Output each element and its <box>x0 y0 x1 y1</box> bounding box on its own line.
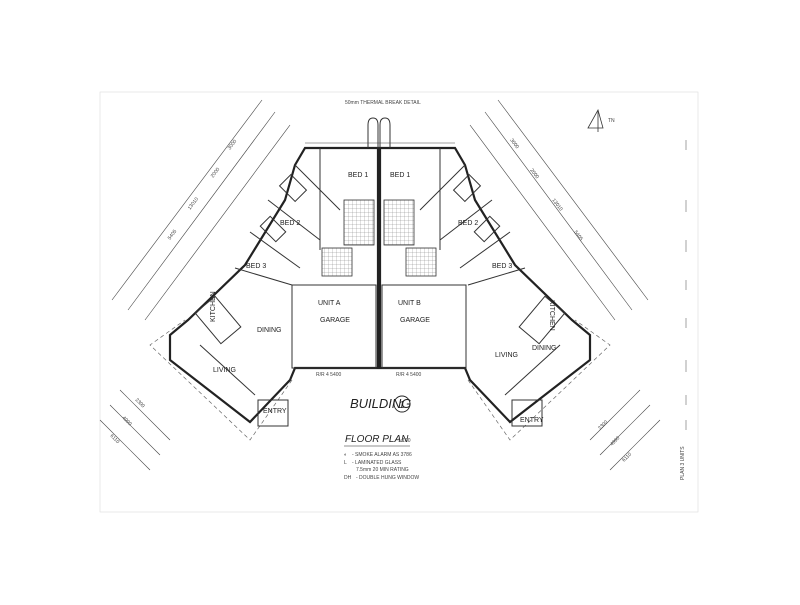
unit-a-bed3-label: BED 3 <box>246 263 266 270</box>
legend: ◐ - SMOKE ALARM AS 3786 L - LAMINATED GL… <box>344 452 419 481</box>
unit-a-bathroom <box>343 199 375 246</box>
north-arrow-icon: TN <box>587 108 615 132</box>
legend-symbol: L <box>344 460 347 466</box>
svg-text:5405: 5405 <box>572 230 584 243</box>
unit-a-entry-label: ENTRY <box>263 408 287 415</box>
legend-symbol: DH <box>344 475 352 481</box>
unit-a-dining-label: DINING <box>257 327 282 334</box>
unit-a-outline <box>168 146 380 424</box>
svg-text:2000: 2000 <box>210 167 222 180</box>
right-dimensions: 3000 2000 13010 5405 2300 4990 6110 <box>469 99 661 471</box>
legend-item: - DOUBLE HUNG WINDOW <box>356 475 419 481</box>
unit-a-bed1-label: BED 1 <box>348 172 368 179</box>
sheet-border <box>99 91 699 513</box>
unit-b-kitchen-label: KITCHEN <box>548 300 555 331</box>
svg-text:3000: 3000 <box>227 139 239 152</box>
unit-b-garage-label: GARAGE <box>400 317 430 324</box>
unit-b-bed3-label: BED 3 <box>492 263 512 270</box>
unit-a-kitchen-bench <box>194 295 242 345</box>
legend-item: - SMOKE ALARM AS 3786 <box>352 452 412 458</box>
svg-text:3000: 3000 <box>508 138 520 151</box>
svg-text:6110: 6110 <box>109 433 121 445</box>
svg-text:13010: 13010 <box>187 196 200 211</box>
building-number-circle <box>393 395 411 413</box>
svg-text:13010: 13010 <box>550 198 563 213</box>
svg-text:2300: 2300 <box>597 419 609 431</box>
svg-text:2300: 2300 <box>134 397 146 409</box>
unit-b-label: UNIT B <box>398 300 421 307</box>
unit-b-garage <box>381 284 467 369</box>
unit-a-living-label: LIVING <box>213 367 236 374</box>
building-number: 1 <box>399 400 405 411</box>
unit-b-kitchen-bench <box>518 295 566 345</box>
unit-a-garage <box>291 284 377 369</box>
left-dimensions: 3000 2000 13010 5405 2300 4990 6110 <box>99 99 291 471</box>
unit-b-living-label: LIVING <box>495 352 518 359</box>
legend-item: - LAMINATED GLASS <box>352 460 402 466</box>
unit-a-kitchen-label: KITCHEN <box>210 291 217 322</box>
unit-b-entry <box>511 399 543 427</box>
building-title: BUILDING <box>350 396 411 411</box>
unit-b-bathroom <box>383 199 415 246</box>
floor-plan-title: FLOOR PLAN <box>345 434 409 445</box>
unit-a-label: UNIT A <box>318 300 341 307</box>
svg-text:2000: 2000 <box>528 168 540 181</box>
north-label: TN <box>608 118 615 124</box>
svg-text:6110: 6110 <box>621 451 633 463</box>
unit-a-entry <box>257 399 289 427</box>
unit-b-ensuite <box>405 247 437 277</box>
floor-plan-scale: 1:100 <box>398 438 411 444</box>
svg-text:5405: 5405 <box>167 229 179 242</box>
unit-a-ensuite <box>321 247 353 277</box>
side-margin-text: PLAN 3 UNITS <box>680 446 686 480</box>
unit-b-dining-label: DINING <box>532 345 557 352</box>
svg-text:4990: 4990 <box>609 435 621 447</box>
unit-a-bed2-label: BED 2 <box>280 220 300 227</box>
unit-b-garage-door-label: R/R 4 5400 <box>396 372 422 378</box>
unit-a-garage-door-label: R/R 4 5400 <box>316 372 342 378</box>
unit-b-bed1-label: BED 1 <box>390 172 410 179</box>
unit-a-garage-label: GARAGE <box>320 317 350 324</box>
unit-b: BED 1 BED 2 BED 3 UNIT B GARAGE KITCHEN … <box>378 146 611 441</box>
unit-a: BED 1 BED 2 BED 3 UNIT A GARAGE KITCHEN … <box>149 146 380 441</box>
unit-b-bed2-label: BED 2 <box>458 220 478 227</box>
legend-smoke-alarm-icon: ◐ <box>344 452 347 458</box>
top-note: 50mm THERMAL BREAK DETAIL <box>345 100 421 106</box>
unit-b-entry-label: ENTRY <box>520 417 544 424</box>
legend-item: 7.5mm 20 MIN RATING <box>356 467 409 473</box>
top-features: 50mm THERMAL BREAK DETAIL <box>305 100 455 148</box>
